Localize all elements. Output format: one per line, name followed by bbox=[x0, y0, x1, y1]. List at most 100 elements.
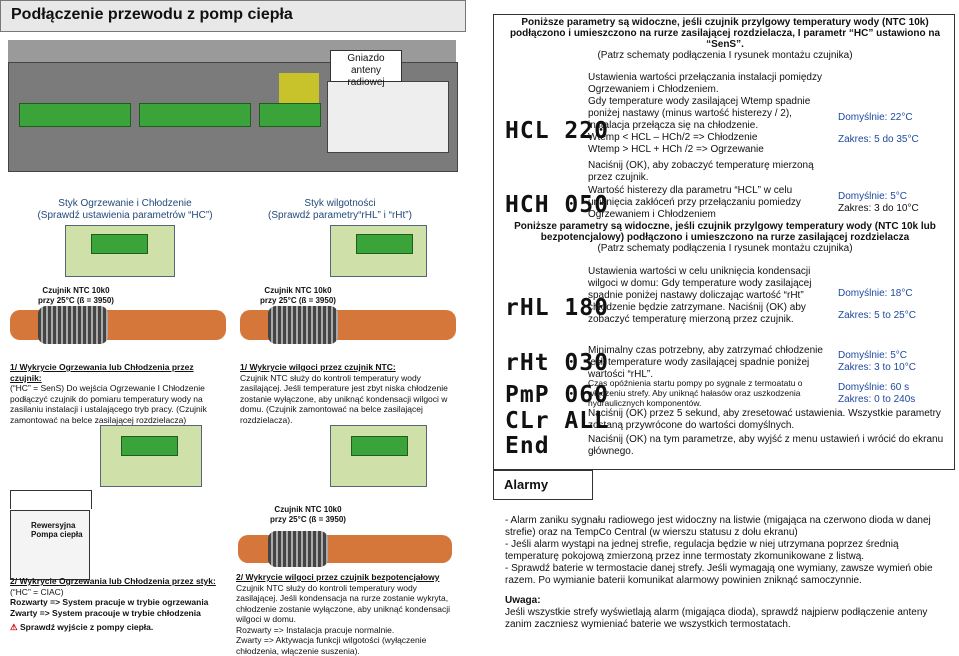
range-value: Zakres: 3 to 10°C bbox=[838, 362, 916, 373]
terminal-block bbox=[259, 103, 321, 127]
range-value: Zakres: 5 to 25°C bbox=[838, 310, 916, 321]
pipe-sensor bbox=[38, 306, 108, 344]
note-title: Uwaga: bbox=[505, 595, 541, 606]
terminal-block bbox=[139, 103, 251, 127]
header1-text: Poniższe parametry są widoczne, jeśli cz… bbox=[509, 17, 941, 50]
block2-title: 1/ Wykrycie wilgoci przez czujnik NTC: bbox=[240, 362, 396, 372]
lcd-rht: rHt 030 bbox=[505, 350, 609, 376]
param-rht-defaults: Domyślnie: 5°C Zakres: 3 to 10°C bbox=[838, 350, 953, 374]
antenna-socket-module bbox=[327, 81, 449, 153]
range-value: Zakres: 5 do 35°C bbox=[838, 134, 919, 145]
alarms-title-box: Alarmy bbox=[493, 470, 593, 500]
note-text: Jeśli wszystkie strefy wyświetlają alarm… bbox=[505, 607, 928, 630]
sensor-label-line: przy 25°C (ß = 3950) bbox=[38, 296, 114, 305]
pipe-sensor bbox=[268, 306, 338, 344]
header1: Poniższe parametry są widoczne, jeśli cz… bbox=[500, 17, 950, 61]
terminal-block bbox=[121, 436, 178, 456]
alarms-title: Alarmy bbox=[504, 477, 549, 492]
param-pmp-defaults: Domyślnie: 60 s Zakres: 0 to 240s bbox=[838, 382, 953, 406]
lcd-end: End bbox=[505, 433, 550, 459]
block4-text: Czujnik NTC służy do kontroli temperatur… bbox=[236, 582, 451, 625]
sensor-label-line: przy 25°C (ß = 3950) bbox=[270, 515, 346, 524]
param-text: Ogrzewaniem i Chłodzeniem. bbox=[588, 84, 719, 95]
terminal-block bbox=[91, 234, 148, 254]
block3-title: 2/ Wykrycie Ogrzewania lub Chłodzenia pr… bbox=[10, 576, 216, 586]
terminal-block bbox=[19, 103, 131, 127]
sensor-label-right: Czujnik NTC 10k0 przy 25°C (ß = 3950) bbox=[258, 286, 338, 306]
terminal-block bbox=[351, 436, 408, 456]
caption-note: (Sprawdź ustawienia parametrów “HC”) bbox=[37, 210, 213, 221]
humidity-caption: Styk wilgotności (Sprawdź parametry“rHL”… bbox=[250, 198, 430, 222]
warning-row: ⚠ Sprawdź wyjście z pompy ciepła. bbox=[10, 622, 235, 633]
block4-line: Zwarty => Aktywacja funkcji wilgotości (… bbox=[236, 635, 427, 656]
block3-line: (“HC” = CIAC) bbox=[10, 586, 64, 597]
header2-sub: (Patrz schematy podłączenia I rysunek mo… bbox=[597, 243, 853, 254]
alarm-item: - Jeśli alarm wystąpi na jednej strefie,… bbox=[505, 539, 899, 562]
default-value: Domyślnie: 18°C bbox=[838, 288, 913, 299]
range-value: Zakres: 3 do 10°C bbox=[838, 203, 919, 214]
alarm-item: - Alarm zaniku sygnału radiowego jest wi… bbox=[505, 515, 931, 538]
antenna-label: Gniazdo anteny radiowej bbox=[347, 53, 385, 88]
block4-line: Rozwarty => Instalacja pracuje normalnie… bbox=[236, 624, 395, 635]
block3: 2/ Wykrycie Ogrzewania lub Chłodzenia pr… bbox=[10, 576, 235, 633]
range-value: Zakres: 0 to 240s bbox=[838, 394, 916, 405]
pump-label: Rewersyjna Pompa ciepła bbox=[31, 521, 83, 539]
switch-line bbox=[10, 490, 92, 509]
block2-text: Czujnik NTC służy do kontroli temperatur… bbox=[240, 372, 448, 425]
param-end-text: Naciśnij (OK) na tym parametrze, aby wyj… bbox=[588, 434, 944, 457]
wiring-board-image bbox=[8, 62, 458, 172]
connector-diagram-1 bbox=[65, 225, 175, 277]
default-value: Domyślnie: 5°C bbox=[838, 191, 908, 202]
param-hch-defaults: Domyślnie: 5°C Zakres: 3 do 10°C bbox=[838, 191, 953, 215]
header2-text: Poniższe parametry są widoczne, jeśli cz… bbox=[514, 221, 936, 243]
parameters-panel bbox=[493, 14, 955, 470]
sensor-label-line: przy 25°C (ß = 3950) bbox=[260, 296, 336, 305]
header2: Poniższe parametry są widoczne, jeśli cz… bbox=[500, 221, 950, 254]
param-text: Wtemp < HCL – HCh/2 => Chłodzenie bbox=[588, 132, 758, 143]
param-rhl-defaults: Domyślnie: 18°C Zakres: 5 to 25°C bbox=[838, 288, 953, 322]
param-hch-text: Wartość histerezy dla parametru “HCL” w … bbox=[588, 185, 801, 220]
sensor-label-left: Czujnik NTC 10k0 przy 25°C (ß = 3950) bbox=[36, 286, 116, 306]
heat-pump-box: Rewersyjna Pompa ciepła bbox=[10, 510, 90, 580]
warning-text: Sprawdź wyjście z pompy ciepła. bbox=[20, 622, 154, 632]
param-pmp-text: Czas opóźnienia startu pompy po sygnale … bbox=[588, 378, 803, 408]
block4: 2/ Wykrycie wilgoci przez czujnik bezpot… bbox=[236, 572, 458, 656]
param-hcl: Ustawienia wartości przełączania instala… bbox=[588, 72, 833, 184]
pipe-sensor bbox=[268, 531, 328, 567]
terminal-block bbox=[356, 234, 413, 254]
param-rhl-text: Ustawienia wartości w celu uniknięcia ko… bbox=[588, 266, 812, 325]
caption-heading: Styk wilgotności bbox=[304, 198, 376, 209]
warning-icon: ⚠ bbox=[10, 622, 18, 632]
param-text: Wtemp > HCL + HCh /2 => Ogrzewanie bbox=[588, 144, 764, 155]
caption-heading: Styk Ogrzewanie i Chłodzenie bbox=[58, 198, 192, 209]
header1-sub: (Patrz schematy podłączenia I rysunek mo… bbox=[597, 50, 853, 61]
lcd-clr: CLr ALL bbox=[505, 408, 609, 434]
block1-text: (“HC” = SenS) Do wejścia Ogrzewanie I Ch… bbox=[10, 383, 207, 425]
caption-note: (Sprawdź parametry“rHL” i “rHt”) bbox=[268, 210, 412, 221]
param-rht-text: Minimalny czas potrzebny, aby zatrzymać … bbox=[588, 345, 823, 380]
param-text: Naciśnij (OK), aby zobaczyć temperaturę … bbox=[588, 160, 814, 183]
page-title-bar: Podłączenie przewodu z pomp ciepła bbox=[0, 0, 466, 32]
block1: 1/ Wykrycie Ogrzewania lub Chłodzenia pr… bbox=[10, 362, 225, 425]
connector-diagram-2 bbox=[330, 225, 427, 277]
antenna-label-box: Gniazdo anteny radiowej bbox=[330, 50, 402, 88]
lcd-rhl: rHL 180 bbox=[505, 295, 609, 321]
connector-diagram-4 bbox=[330, 425, 427, 487]
default-value: Domyślnie: 22°C bbox=[838, 112, 913, 123]
alarm-item: - Sprawdź baterie w termostacie danej st… bbox=[505, 563, 933, 586]
lcd-hcl: HCL 220 bbox=[505, 118, 609, 144]
param-clr-text: Naciśnij (OK) przez 5 sekund, aby zreset… bbox=[588, 408, 941, 431]
default-value: Domyślnie: 60 s bbox=[838, 382, 910, 393]
block2: 1/ Wykrycie wilgoci przez czujnik NTC: C… bbox=[240, 362, 455, 425]
connector-diagram-3 bbox=[100, 425, 202, 487]
block3-line: Zwarty => System pracouje w trybie chłod… bbox=[10, 607, 201, 618]
block4-title: 2/ Wykrycie wilgoci przez czujnik bezpot… bbox=[236, 572, 440, 582]
default-value: Domyślnie: 5°C bbox=[838, 350, 908, 361]
heating-cooling-caption: Styk Ogrzewanie i Chłodzenie (Sprawdź us… bbox=[20, 198, 230, 222]
alarms-section: - Alarm zaniku sygnału radiowego jest wi… bbox=[505, 515, 955, 631]
pcb-component bbox=[279, 73, 319, 103]
sensor-label-line: Czujnik NTC 10k0 bbox=[264, 286, 332, 295]
param-hcl-defaults: Domyślnie: 22°C Zakres: 5 do 35°C bbox=[838, 112, 953, 146]
page-title: Podłączenie przewodu z pomp ciepła bbox=[11, 6, 293, 23]
sensor-label-lower: Czujnik NTC 10k0 przy 25°C (ß = 3950) bbox=[268, 505, 348, 525]
